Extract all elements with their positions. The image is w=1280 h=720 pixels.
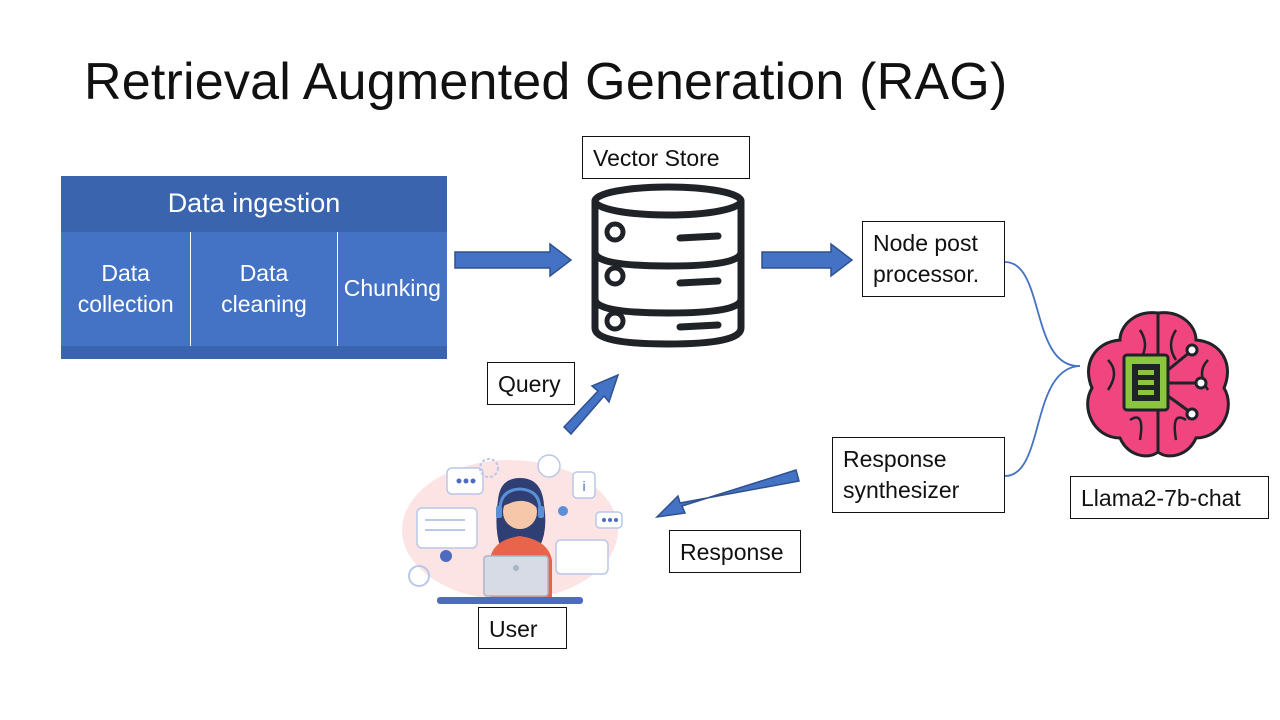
- step-data-cleaning: Data cleaning: [190, 232, 337, 346]
- database-icon: [591, 183, 745, 348]
- label-query: Query: [487, 362, 575, 405]
- brain-chip-icon: [1086, 311, 1230, 458]
- data-ingestion-footer: [61, 347, 447, 359]
- step-data-collection: Data collection: [61, 232, 191, 346]
- arrow-ingest-to-store: [454, 242, 573, 278]
- data-ingestion-steps: Data collection Data cleaning Chunking: [61, 232, 447, 346]
- connector-postprocessor-llm: [1004, 261, 1081, 367]
- data-ingestion-block: Data ingestion Data collection Data clea…: [61, 176, 447, 359]
- arrow-query-up: [562, 373, 620, 436]
- label-node-post-processor: Node post processor.: [862, 221, 1005, 297]
- arrow-response-left: [654, 469, 800, 519]
- svg-text:i: i: [582, 478, 585, 494]
- page-title: Retrieval Augmented Generation (RAG): [84, 53, 1008, 111]
- arrow-store-to-postprocessor: [761, 242, 854, 278]
- label-vector-store: Vector Store: [582, 136, 750, 179]
- data-ingestion-header: Data ingestion: [167, 188, 341, 218]
- connector-synthesizer-llm: [1004, 365, 1081, 477]
- support-agent-illustration: i: [402, 454, 623, 604]
- label-response: Response: [669, 530, 801, 573]
- label-user: User: [478, 607, 567, 649]
- label-response-synthesizer: Response synthesizer: [832, 437, 1005, 513]
- label-llm: Llama2-7b-chat: [1070, 476, 1269, 519]
- step-chunking: Chunking: [336, 232, 447, 346]
